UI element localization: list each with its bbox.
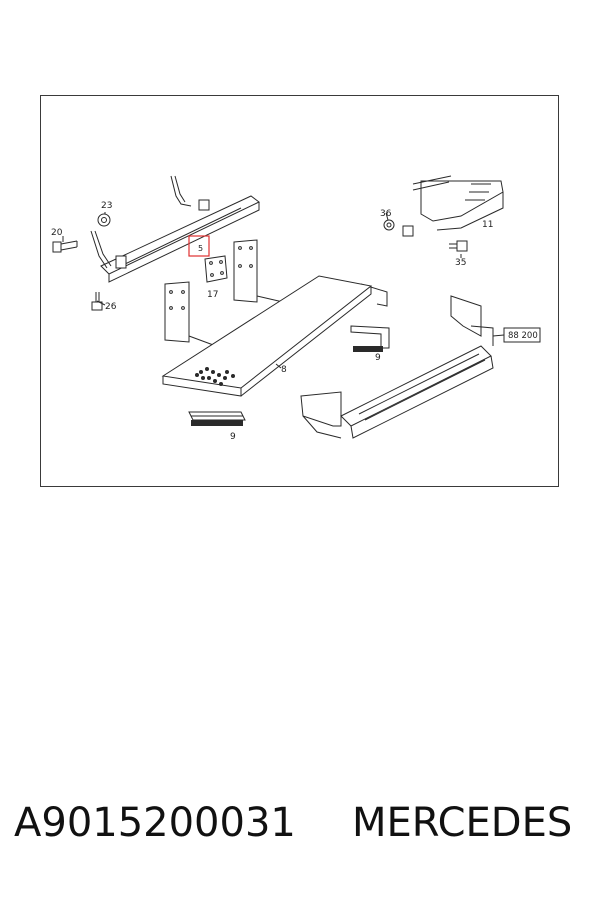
label-9-right: 9	[375, 353, 381, 363]
nut-23	[97, 213, 111, 227]
step-bracket-11	[402, 175, 504, 237]
parts-diagram-frame: 20 23 26 5 17 36 11 35 8 9 9 88 200	[40, 95, 559, 487]
rubber-bracket-9-right	[350, 325, 390, 352]
step-board-8	[161, 275, 373, 397]
bolt-35	[449, 240, 468, 252]
leader-lines	[62, 212, 462, 369]
label-11: 11	[482, 220, 493, 230]
rubber-pad-9-bottom	[188, 411, 246, 426]
highlight-box-5	[188, 235, 210, 257]
running-board	[300, 295, 494, 439]
label-23: 23	[101, 201, 112, 211]
label-9-bottom: 9	[230, 432, 236, 442]
plate-17	[204, 255, 228, 283]
label-8: 8	[281, 365, 287, 375]
label-17: 17	[207, 290, 218, 300]
label-35: 35	[455, 258, 466, 268]
label-20: 20	[51, 228, 63, 238]
brand-name: MERCEDES	[352, 800, 573, 846]
anti-slip-pattern	[195, 367, 235, 386]
bolt-20	[52, 240, 78, 253]
caption: A9015200031 MERCEDES	[0, 800, 600, 870]
label-5: 5	[198, 244, 203, 253]
bolt-26	[91, 292, 103, 311]
label-26: 26	[105, 302, 117, 312]
label-reference: 88 200	[508, 331, 538, 341]
label-36: 36	[380, 209, 392, 219]
nut-36	[383, 219, 395, 231]
part-number: A9015200031	[14, 800, 296, 846]
vertical-mount-plates	[164, 239, 388, 347]
parts-diagram: 20 23 26 5 17 36 11 35 8 9 9 88 200	[51, 175, 541, 442]
side-rail-bracket	[90, 175, 260, 283]
